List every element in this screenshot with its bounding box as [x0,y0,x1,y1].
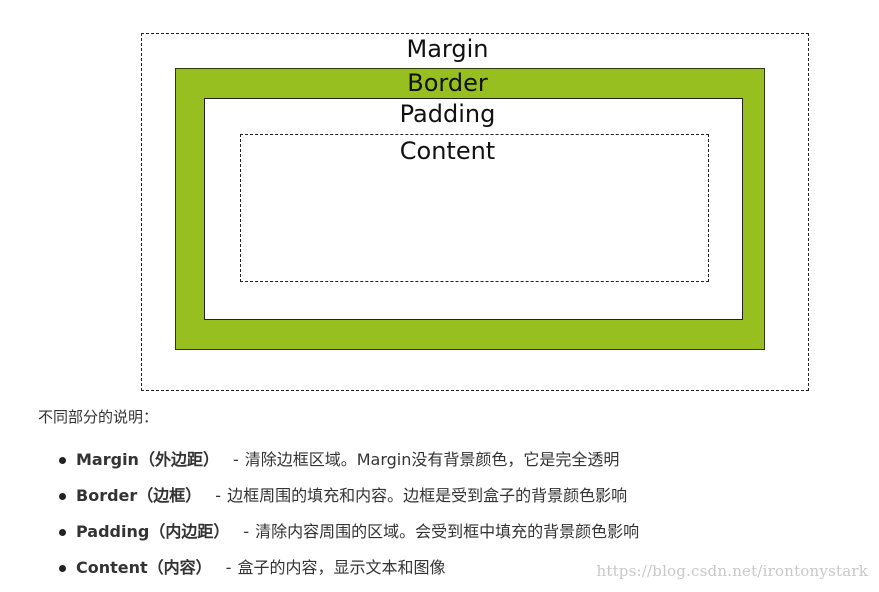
intro-text: 不同部分的说明： [38,408,159,426]
separator-dash: - [215,486,222,505]
margin-area [141,33,809,391]
term-margin: Margin（外边距） [76,450,219,469]
list-item-border: Border（边框）-边框周围的填充和内容。边框是受到盒子的背景颜色影响 [58,482,639,518]
term-content: Content（内容） [76,558,212,577]
definition-margin: 清除边框区域。Margin没有背景颜色，它是完全透明 [244,450,620,469]
border-label: Border [407,69,488,97]
separator-dash: - [225,558,232,577]
definition-border: 边框周围的填充和内容。边框是受到盒子的背景颜色影响 [227,486,628,505]
list-item-margin: Margin（外边距）-清除边框区域。Margin没有背景颜色，它是完全透明 [58,446,639,482]
watermark-url: https://blog.csdn.net/irontonystark [596,562,868,580]
separator-dash: - [232,450,239,469]
list-item-padding: Padding（内边距）-清除内容周围的区域。会受到框中填充的背景颜色影响 [58,518,639,554]
description-list: Margin（外边距）-清除边框区域。Margin没有背景颜色，它是完全透明 B… [58,446,639,590]
content-area [240,134,709,282]
term-padding: Padding（内边距） [76,522,230,541]
definition-padding: 清除内容周围的区域。会受到框中填充的背景颜色影响 [255,522,640,541]
margin-label: Margin [406,35,489,63]
term-border: Border（边框） [76,486,202,505]
padding-area [204,98,743,320]
separator-dash: - [243,522,250,541]
bullet-icon [59,529,66,536]
padding-label: Padding [399,100,496,128]
definition-content: 盒子的内容，显示文本和图像 [237,558,446,577]
bullet-icon [59,457,66,464]
bullet-icon [59,565,66,572]
list-item-content: Content（内容）-盒子的内容，显示文本和图像 [58,554,639,590]
content-label: Content [399,137,496,165]
bullet-icon [59,493,66,500]
